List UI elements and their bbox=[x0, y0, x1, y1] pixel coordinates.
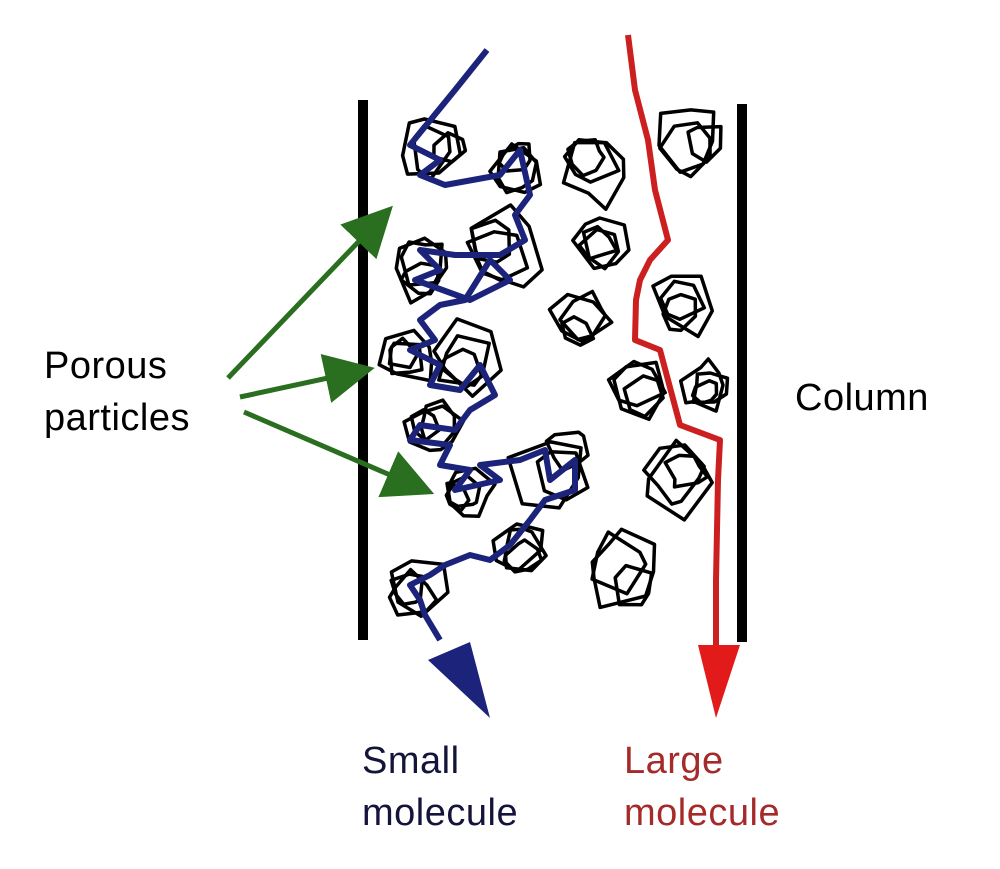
small-molecule-label-line1: Small bbox=[362, 740, 460, 782]
small-molecule-path bbox=[407, 48, 578, 642]
small-molecule-label: Small molecule bbox=[362, 735, 518, 839]
porous-particles-label: Porous particles bbox=[44, 340, 190, 444]
large-molecule-arrowhead bbox=[698, 645, 740, 718]
pointer-arrow-top bbox=[226, 205, 393, 380]
column-label: Column bbox=[795, 377, 929, 419]
porous-particle bbox=[661, 292, 698, 333]
porous-particle bbox=[558, 289, 608, 342]
porous-particle bbox=[432, 317, 503, 398]
pointer-arrow-middle bbox=[239, 354, 375, 403]
small-molecule-arrowhead bbox=[428, 642, 490, 718]
porous-particle bbox=[562, 137, 621, 184]
porous-particle bbox=[560, 315, 596, 347]
porous-particle bbox=[690, 378, 719, 406]
porous-particle bbox=[658, 279, 707, 322]
porous-particle bbox=[651, 274, 715, 339]
porous-particle bbox=[642, 443, 706, 506]
porous-particle bbox=[561, 140, 626, 211]
porous-particle bbox=[581, 224, 619, 261]
large-molecule-path bbox=[625, 34, 723, 645]
large-molecule-label-line1: Large bbox=[624, 740, 724, 782]
porous-particle bbox=[506, 440, 583, 510]
porous-particle bbox=[547, 292, 614, 344]
porous-particle bbox=[622, 374, 665, 419]
porous-particles-label-line2: particles bbox=[44, 397, 190, 439]
porous-particle bbox=[566, 137, 606, 178]
porous-particle bbox=[612, 360, 666, 422]
porous-particle bbox=[437, 334, 491, 387]
porous-particle bbox=[535, 449, 590, 502]
porous-particle bbox=[389, 572, 425, 606]
porous-particle bbox=[663, 453, 710, 489]
porous-particle bbox=[606, 359, 667, 408]
porous-particle bbox=[402, 404, 466, 453]
porous-particle bbox=[577, 227, 621, 271]
pointer-arrow-bottom bbox=[243, 409, 435, 498]
porous-particle-pointers bbox=[226, 205, 435, 498]
porous-particle bbox=[465, 230, 530, 283]
porous-particle bbox=[502, 538, 544, 574]
porous-particle bbox=[678, 357, 725, 413]
large-molecule-label: Large molecule bbox=[624, 735, 780, 839]
porous-particle bbox=[432, 131, 468, 164]
porous-particle bbox=[590, 530, 648, 596]
porous-particle bbox=[590, 527, 657, 610]
large-molecule-label-line2: molecule bbox=[624, 792, 781, 834]
small-molecule-label-line2: molecule bbox=[362, 792, 519, 834]
porous-particle bbox=[497, 141, 532, 173]
porous-particle bbox=[658, 121, 712, 179]
porous-particle bbox=[686, 124, 723, 164]
porous-particle bbox=[571, 216, 631, 271]
porous-particle bbox=[613, 563, 654, 607]
porous-particles-label-line1: Porous bbox=[44, 345, 168, 387]
